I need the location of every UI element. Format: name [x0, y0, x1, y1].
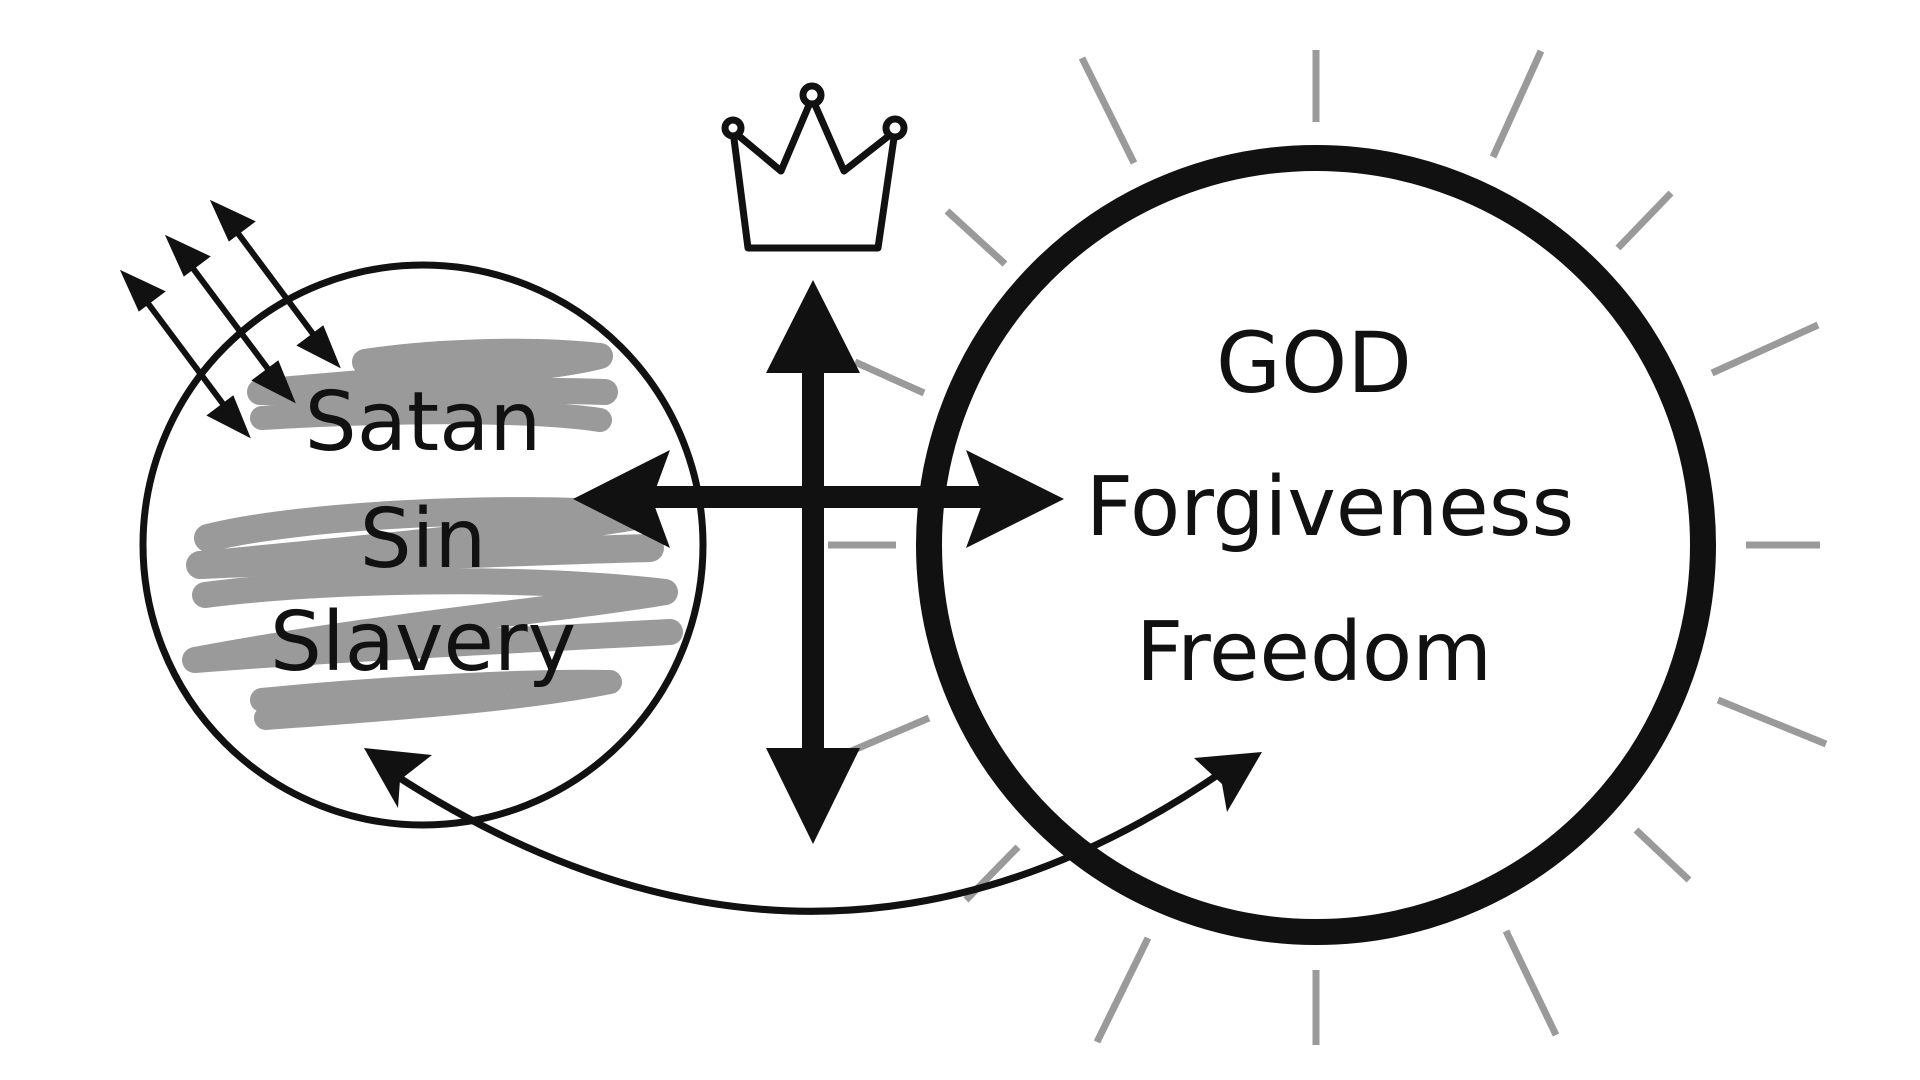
curved-arrow-line	[393, 767, 1227, 915]
right-circle	[916, 145, 1716, 945]
sun-ray	[1093, 936, 1152, 1044]
scribble-stroke	[182, 568, 683, 673]
arrow-right-icon	[966, 450, 1064, 548]
scribble-stroke	[247, 338, 618, 406]
sun-ray	[1710, 321, 1820, 377]
crown-icon	[721, 82, 908, 252]
sun-ray	[853, 358, 926, 397]
sun-ray	[1615, 190, 1674, 251]
label-freedom: Freedom	[1136, 605, 1492, 700]
left-circle-labels: Satan Sin Slavery	[270, 375, 576, 690]
sun-ray	[1633, 827, 1692, 883]
sun-ray	[944, 208, 1008, 267]
cross-arrows-icon	[573, 280, 1064, 844]
arrow-left-icon	[573, 450, 670, 548]
sun-ray	[1078, 56, 1138, 165]
label-forgiveness: Forgiveness	[1086, 460, 1574, 555]
curved-arrow-right-head	[1194, 752, 1262, 812]
fiery-darts-arrows	[119, 199, 341, 439]
right-circle-labels: GOD Forgiveness Freedom	[1086, 314, 1574, 700]
curved-return-arrow	[364, 748, 1262, 915]
scribble-stroke	[186, 497, 664, 579]
label-god: GOD	[1216, 314, 1412, 412]
scribble-stroke	[250, 400, 612, 432]
dart-arrow-icon	[164, 234, 296, 404]
left-circle	[139, 261, 707, 829]
label-slavery: Slavery	[270, 595, 576, 690]
arrow-down-icon	[766, 748, 860, 844]
scribble-stroke	[250, 669, 622, 730]
label-sin: Sin	[360, 492, 487, 587]
dart-arrow-icon	[209, 199, 341, 369]
sun-ray	[1489, 49, 1545, 159]
arrow-up-icon	[766, 280, 860, 373]
scribble-marks	[182, 338, 683, 730]
sun-ray	[1502, 929, 1560, 1037]
label-satan: Satan	[305, 375, 542, 470]
curved-arrow-left-head	[364, 748, 432, 808]
sun-ray	[1716, 696, 1828, 748]
dart-arrow-icon	[119, 269, 251, 439]
